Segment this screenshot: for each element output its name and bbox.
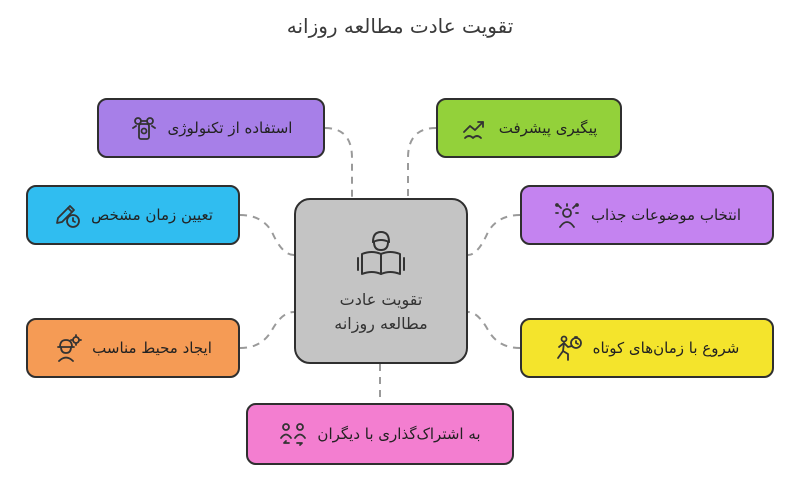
pencil-clock-icon <box>56 205 81 228</box>
people-exchange-icon <box>280 423 307 446</box>
node-choose-interesting-topics: انتخاب موضوعات جذاب <box>520 185 774 245</box>
connector-env <box>239 311 295 349</box>
connector-track <box>407 127 437 198</box>
reading-person-icon <box>357 231 405 275</box>
connector-short <box>467 311 521 349</box>
node-start-with-short-times: شروع با زمان‌های کوتاه <box>520 318 774 378</box>
node-track-progress: پیگیری پیشرفت <box>436 98 622 158</box>
central-node-label: تقویت عادت مطالعه روزانه <box>334 290 428 333</box>
idea-person-icon <box>555 203 579 228</box>
connector-tech <box>324 127 353 198</box>
technology-icon <box>131 117 156 140</box>
node-use-technology: استفاده از تکنولوژی <box>97 98 325 158</box>
node-share-with-others-label: به اشتراک‌گذاری با دیگران <box>317 425 481 443</box>
node-set-specific-time-label: تعیین زمان مشخص <box>91 206 213 224</box>
connector-time <box>239 214 295 256</box>
node-create-suitable-environment-label: ایجاد محیط مناسب <box>92 339 212 357</box>
connector-topics <box>467 214 521 256</box>
node-choose-interesting-topics-label: انتخاب موضوعات جذاب <box>590 206 742 224</box>
central-node: تقویت عادت مطالعه روزانه <box>294 198 468 364</box>
progress-trend-icon <box>462 121 484 139</box>
node-use-technology-label: استفاده از تکنولوژی <box>167 119 293 137</box>
node-create-suitable-environment: ایجاد محیط مناسب <box>26 318 240 378</box>
diagram-title: تقویت عادت مطالعه روزانه <box>286 14 514 38</box>
node-track-progress-label: پیگیری پیشرفت <box>498 119 598 137</box>
node-set-specific-time: تعیین زمان مشخص <box>26 185 240 245</box>
running-timer-icon <box>556 335 582 361</box>
worker-gear-icon <box>57 334 83 362</box>
node-start-with-short-times-label: شروع با زمان‌های کوتاه <box>592 339 740 357</box>
node-share-with-others: به اشتراک‌گذاری با دیگران <box>246 403 514 465</box>
